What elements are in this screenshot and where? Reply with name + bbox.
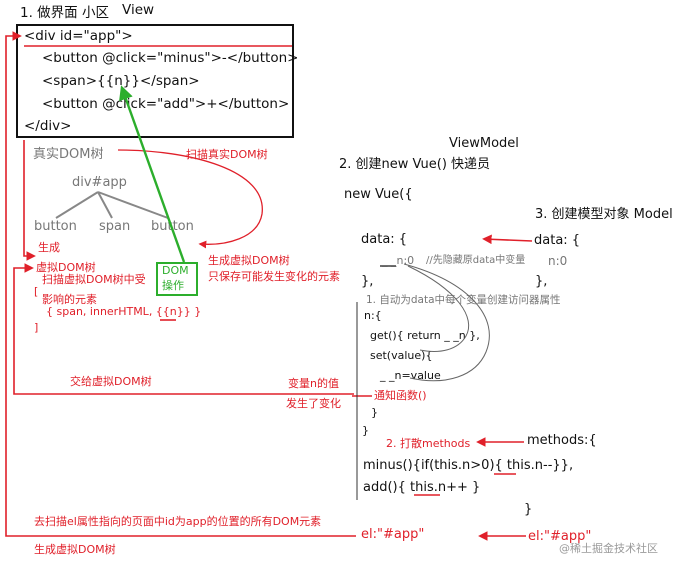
vm-el-property: el:"#app"	[361, 527, 425, 542]
change-to-virtual-arrow	[13, 263, 354, 395]
watermark: @稀土掘金技术社区	[559, 542, 658, 555]
new-vue-step: 2. 创建new Vue() 快递员	[339, 157, 491, 172]
gen-virtual-dom-note: 生成虚拟DOM树	[208, 254, 290, 267]
scan-el-note: 去扫描el属性指向的页面中id为app的位置的所有DOM元素	[34, 515, 322, 528]
scan-real-dom-curve	[117, 149, 263, 249]
bracket-close: ]	[34, 321, 39, 334]
view-code-line: <span>{{n}}</span>	[42, 73, 200, 89]
tree-child-button: button	[34, 219, 77, 234]
virtual-element-entry: { span, innerHTML, {{n}} }	[46, 305, 202, 318]
dom-operation-box	[156, 262, 198, 296]
new-vue-code: new Vue({	[344, 187, 413, 202]
accessor-loop	[407, 265, 470, 352]
scan-real-dom-note: 扫描真实DOM树	[186, 148, 268, 161]
model-n-value: n:0	[548, 254, 568, 268]
var-n-value-note: 变量n的值	[288, 377, 339, 390]
auto-accessor-note: 1. 自动为data中每个变量创建访问器属性	[366, 294, 561, 306]
hand-to-virtual-dom-note: 交给虚拟DOM树	[70, 375, 152, 388]
notify-function: 通知函数()	[374, 389, 427, 402]
real-dom-tree-label: 真实DOM树	[33, 147, 104, 162]
model-data-close: },	[535, 274, 548, 289]
view-code-box	[16, 24, 294, 138]
hidden-variable-note: //先隐藏原data中变量	[426, 255, 526, 266]
model-methods-close: }	[524, 502, 533, 517]
model-el-property: el:"#app"	[528, 529, 592, 544]
accessor-loop	[403, 263, 490, 382]
el-to-view-arrow	[5, 31, 356, 537]
vm-data-open: data: {	[361, 232, 408, 247]
changed-note: 发生了变化	[286, 397, 341, 410]
scan-virtual-dom-note: 扫描虚拟DOM树中受	[42, 273, 146, 286]
affected-elements-note: 影响的元素	[42, 293, 97, 306]
tree-root-node: div#app	[72, 175, 127, 190]
view-code-line: </div>	[24, 118, 72, 134]
real-to-virtual-arrow	[23, 140, 36, 261]
accessor-line: }	[371, 406, 378, 419]
add-method: add(){ this.n++ }	[363, 480, 481, 495]
accessor-line: set(value){	[370, 349, 433, 362]
bracket-open: [	[34, 285, 39, 298]
accessor-line: get(){ return _ _n },	[370, 329, 480, 342]
minus-method: minus(){if(this.n>0){ this.n--}},	[363, 458, 574, 473]
accessor-line: n:{	[364, 309, 382, 322]
model-data-arrow	[482, 234, 533, 245]
generate-label: 生成	[38, 241, 60, 254]
virtual-dom-label: 虚拟DOM树	[36, 261, 96, 274]
view-code-line: <button @click="add">+</button>	[42, 96, 290, 112]
view-label: View	[122, 2, 155, 18]
dom-operation-label: 操作	[162, 279, 184, 292]
model-data-open: data: {	[534, 233, 581, 248]
accessor-line: }	[362, 424, 369, 437]
tree-child-span: span	[99, 219, 131, 234]
view-code-line: <button @click="minus">-</button>	[42, 50, 299, 66]
model-step-label: 3. 创建模型对象 Model	[535, 207, 673, 222]
dom-operation-label: DOM	[162, 264, 189, 277]
accessor-line: _ _n=value	[380, 369, 441, 382]
view-code-line: <div id="app">	[24, 28, 133, 44]
break-methods-note: 2. 打散methods	[386, 437, 471, 450]
viewmodel-label: ViewModel	[449, 136, 519, 151]
view-heading: 1. 做界面 小区	[20, 5, 109, 21]
gen-virtual-dom-bottom-note: 生成虚拟DOM树	[34, 543, 116, 556]
dom-operation-arrow	[119, 85, 186, 263]
keep-changeable-note: 只保存可能发生变化的元素	[208, 270, 340, 283]
vm-data-close: },	[361, 274, 374, 289]
hidden-n-variable: _ _n:0	[382, 254, 415, 267]
tree-edge	[55, 191, 99, 219]
model-methods-open: methods:{	[527, 433, 597, 448]
tree-edge	[97, 191, 169, 219]
tree-edge	[97, 191, 113, 219]
